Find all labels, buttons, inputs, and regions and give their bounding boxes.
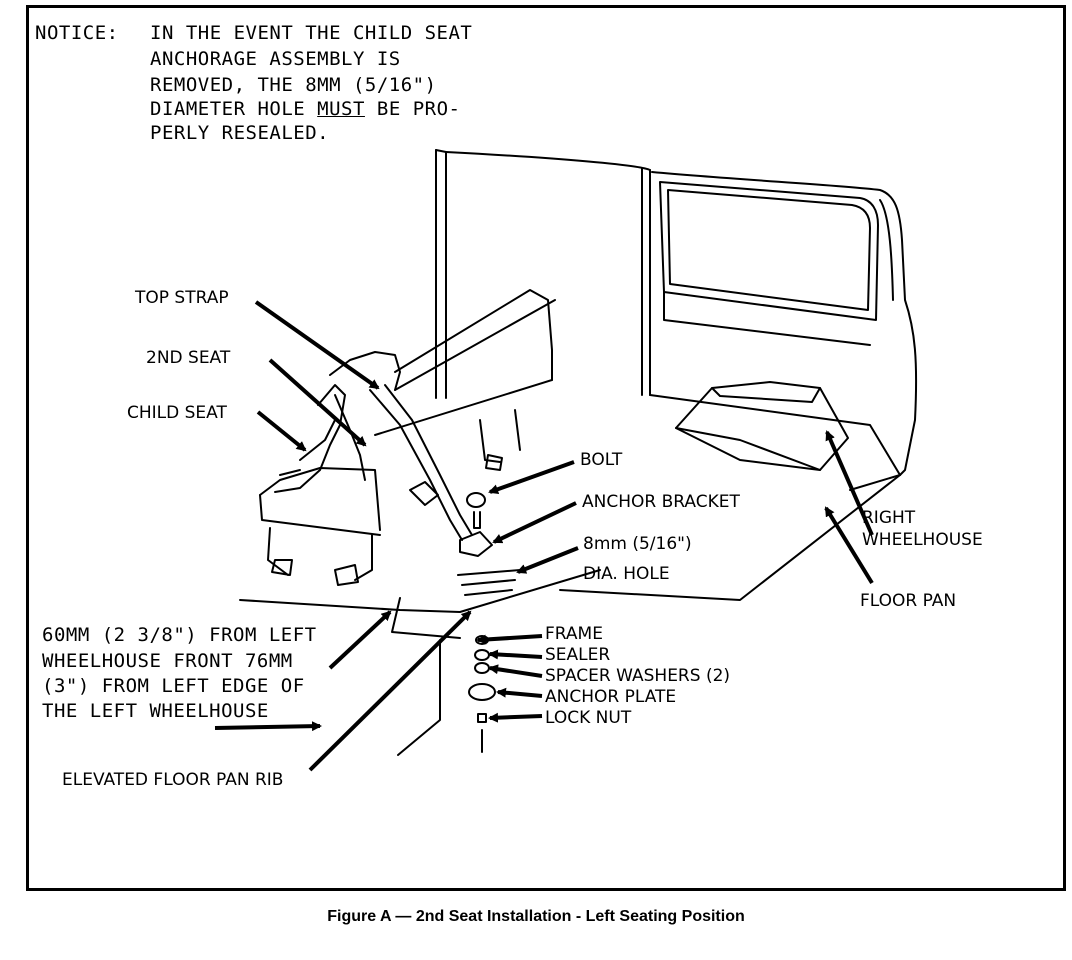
position-note-line-2: WHEELHOUSE FRONT 76MM bbox=[42, 650, 293, 672]
right-wheelhouse bbox=[675, 381, 849, 471]
label-sealer: SEALER bbox=[545, 645, 611, 665]
notice-emphasis: MUST bbox=[317, 98, 365, 120]
notice-line-5: PERLY RESEALED. bbox=[150, 122, 330, 144]
label-lock-nut: LOCK NUT bbox=[545, 708, 632, 728]
label-top-strap: TOP STRAP bbox=[135, 288, 229, 308]
floor-pan-edge bbox=[239, 474, 901, 756]
top-strap bbox=[369, 384, 473, 541]
label-dia-hole: DIA. HOLE bbox=[583, 564, 670, 584]
label-right-wheelhouse-2: WHEELHOUSE bbox=[862, 530, 983, 550]
label-anchor-plate: ANCHOR PLATE bbox=[545, 687, 677, 707]
position-note-line-4: THE LEFT WHEELHOUSE bbox=[42, 700, 269, 722]
notice-line-1: IN THE EVENT THE CHILD SEAT bbox=[150, 22, 473, 44]
label-second-seat: 2ND SEAT bbox=[146, 348, 231, 368]
label-floor-pan: FLOOR PAN bbox=[860, 591, 957, 611]
notice-label: NOTICE: bbox=[35, 22, 119, 44]
label-spacer-washers: SPACER WASHERS (2) bbox=[545, 666, 731, 686]
van-side-wall bbox=[435, 149, 918, 476]
label-child-seat: CHILD SEAT bbox=[127, 403, 227, 423]
figure-caption: Figure A — 2nd Seat Installation - Left … bbox=[327, 908, 745, 925]
notice-line-4-start: DIAMETER HOLE bbox=[150, 98, 306, 120]
label-bolt: BOLT bbox=[580, 450, 623, 470]
position-note-line-1: 60MM (2 3/8") FROM LEFT bbox=[42, 624, 317, 646]
label-elevated-floor-pan-rib: ELEVATED FLOOR PAN RIB bbox=[62, 770, 284, 790]
label-anchor-bracket: ANCHOR BRACKET bbox=[582, 492, 740, 512]
child-seat bbox=[274, 384, 366, 493]
leader-arrows bbox=[214, 300, 874, 772]
second-seat bbox=[259, 289, 556, 586]
notice-line-3: REMOVED, THE 8MM (5/16") bbox=[150, 74, 437, 96]
figure-frame bbox=[26, 5, 1066, 891]
label-hole-size: 8mm (5/16") bbox=[583, 534, 692, 554]
notice-line-4: DIAMETER HOLE MUST BE PRO- bbox=[150, 100, 460, 119]
notice-line-4-end: BE PRO- bbox=[376, 98, 461, 120]
label-frame: FRAME bbox=[545, 624, 603, 644]
notice-line-2: ANCHORAGE ASSEMBLY IS bbox=[150, 48, 401, 70]
label-right-wheelhouse-1: RIGHT bbox=[862, 508, 916, 528]
position-note-line-3: (3") FROM LEFT EDGE OF bbox=[42, 675, 305, 697]
